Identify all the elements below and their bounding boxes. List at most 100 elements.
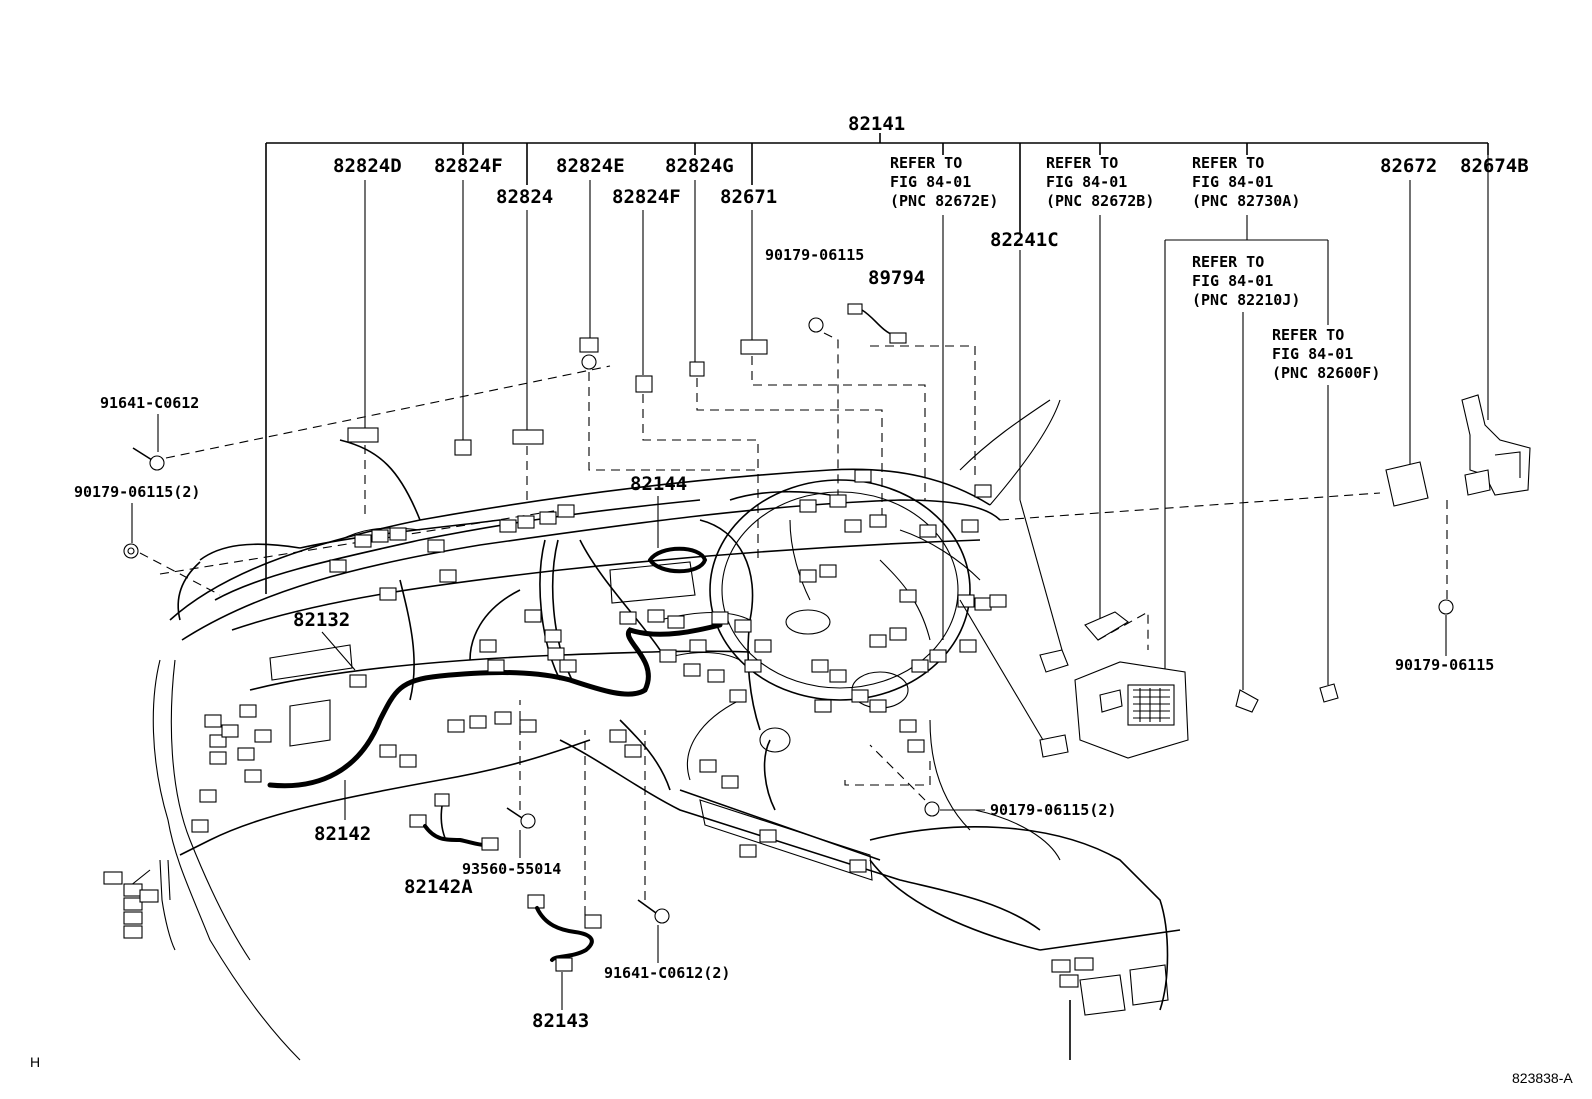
harness-connector [557, 504, 575, 518]
connector-82824G [689, 361, 705, 377]
harness-connector [559, 659, 577, 673]
harness-connector [427, 539, 445, 553]
left-fasteners: 91641-C0612 90179-06115(2) [74, 365, 611, 596]
harness-connector [974, 484, 992, 498]
label-82143: 82143 [532, 1010, 589, 1032]
harness-connector [479, 639, 497, 653]
sub-harness-82142A: 82142A [404, 793, 499, 898]
harness-connector [989, 594, 1007, 608]
harness-connector [667, 615, 685, 629]
harness-connector [539, 511, 557, 525]
label-82824G: 82824G [665, 155, 734, 177]
harness-connector [379, 587, 397, 601]
svg-text:REFER TO: REFER TO [1046, 154, 1118, 172]
main-harness [124, 490, 981, 951]
harness-connector [469, 715, 487, 729]
svg-text:FIG 84-01: FIG 84-01 [1272, 345, 1353, 363]
harness-connector [389, 527, 407, 541]
harness-connector [239, 704, 257, 718]
leader-lines [364, 155, 1489, 690]
label-82824: 82824 [496, 186, 553, 208]
refer-note-82600F: REFER TO FIG 84-01 (PNC 82600F) [1272, 326, 1380, 382]
svg-text:FIG 84-01: FIG 84-01 [1192, 173, 1273, 191]
dashboard-outline [152, 399, 1181, 1061]
harness-connector [907, 739, 925, 753]
label-82142A: 82142A [404, 876, 473, 898]
label-90179-06115-2-left: 90179-06115(2) [74, 483, 200, 501]
harness-connector [829, 669, 847, 683]
mid-fasteners: 90179-06115(2) 93560-55014 91641-C0612(2… [462, 700, 1116, 982]
harness-connector [844, 519, 862, 533]
connector-82824F-a [454, 439, 472, 456]
pillar-connector [123, 911, 143, 925]
diagram-reference-number: 823838-A [1512, 1070, 1573, 1086]
switch-82672 [1385, 461, 1429, 507]
harness-connector [209, 751, 227, 765]
harness-connector [683, 663, 701, 677]
clip-icon [123, 543, 139, 559]
svg-text:(PNC 82672E): (PNC 82672E) [890, 192, 998, 210]
harness-connector [221, 724, 239, 738]
connector-82241C [1039, 649, 1069, 673]
harness-connector [961, 519, 979, 533]
harness-connector [854, 469, 872, 483]
label-82241C: 82241C [990, 229, 1059, 251]
harness-connector [609, 729, 627, 743]
harness-connector [244, 769, 262, 783]
harness-connector [729, 689, 747, 703]
harness-connector [544, 629, 562, 643]
svg-text:REFER TO: REFER TO [1272, 326, 1344, 344]
label-91641-C0612-2: 91641-C0612(2) [604, 964, 730, 982]
harness-connector [659, 649, 677, 663]
bolt-icon [132, 447, 165, 471]
harness-connector [519, 719, 537, 733]
harness-connector [199, 789, 217, 803]
harness-connector [919, 524, 937, 538]
svg-text:REFER TO: REFER TO [1192, 154, 1264, 172]
harness-connector [499, 519, 517, 533]
pillar-connector [139, 889, 159, 903]
connector-82672B [1084, 611, 1149, 650]
harness-connector [869, 634, 887, 648]
label-93560-55014: 93560-55014 [462, 860, 561, 878]
top-connectors [347, 303, 1381, 560]
label-82671: 82671 [720, 186, 777, 208]
harness-connector [799, 499, 817, 513]
connector-82824F-b [635, 375, 653, 393]
svg-text:REFER TO: REFER TO [1192, 253, 1264, 271]
main-part-bracket: 82141 [265, 113, 1489, 594]
harness-connector [494, 711, 512, 725]
harness-connector [959, 639, 977, 653]
pillar-connector [103, 871, 123, 885]
label-91641-C0612: 91641-C0612 [100, 394, 199, 412]
harness-connector [204, 714, 222, 728]
junction-block-82730A [1074, 661, 1189, 759]
harness-connector [517, 515, 535, 529]
harness-connector [974, 597, 992, 611]
bolt-91641-2 [637, 899, 670, 924]
harness-connector [851, 689, 869, 703]
harness-connector [869, 699, 887, 713]
harness-connector [329, 559, 347, 573]
harness-connector [487, 659, 505, 673]
part-82210J [1235, 689, 1259, 713]
harness-connector [929, 649, 947, 663]
refer-note-82730A: REFER TO FIG 84-01 (PNC 82730A) [1192, 154, 1300, 210]
label-90179-06115-2-mid: 90179-06115(2) [990, 801, 1116, 819]
connector-82824 [512, 429, 544, 445]
clip-90179 [808, 317, 824, 333]
other-labels: 82144 82132 82142 [293, 473, 687, 845]
harness-connector [899, 589, 917, 603]
console-connector [1059, 974, 1079, 988]
harness-connector [524, 609, 542, 623]
harness-connector [689, 639, 707, 653]
harness-connector [739, 844, 757, 858]
harness-connector [619, 611, 637, 625]
harness-connector [354, 534, 372, 548]
harness-connector [707, 669, 725, 683]
harness-connector [849, 859, 867, 873]
right-parts: 90179-06115 [959, 394, 1531, 759]
label-82824E: 82824E [556, 155, 625, 177]
harness-connector [711, 611, 729, 625]
